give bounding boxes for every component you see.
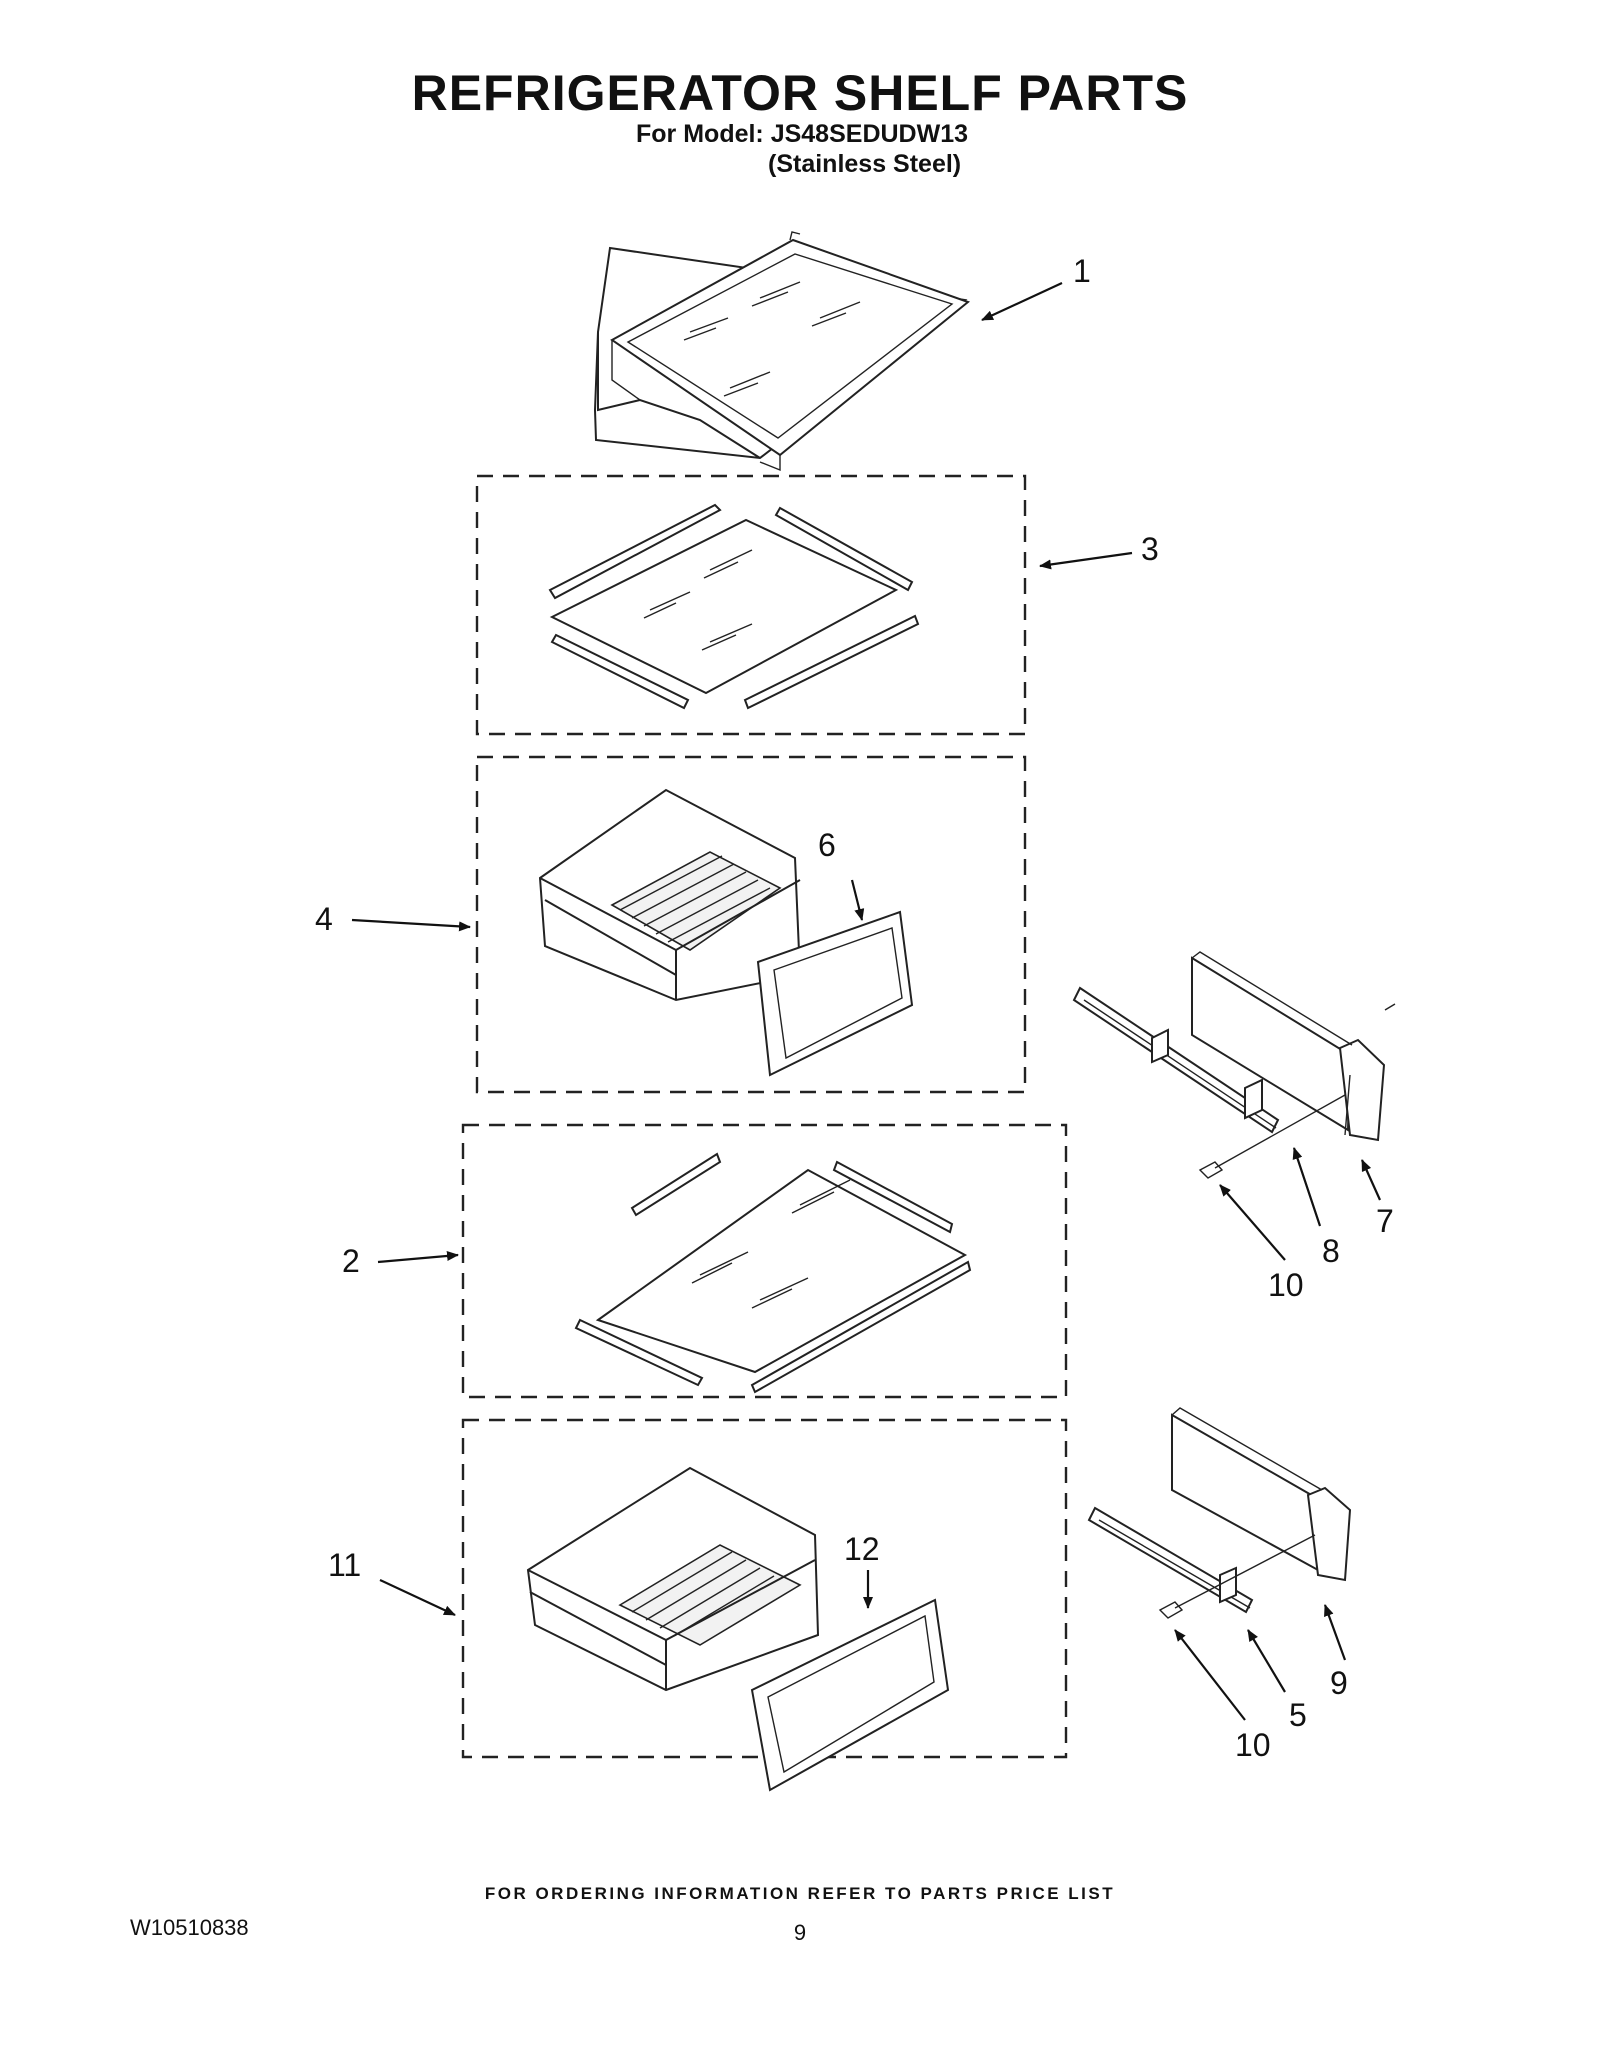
- callout-2: 2: [342, 1243, 360, 1279]
- callout-9: 9: [1330, 1665, 1348, 1701]
- part-drawer-cover-lower: [750, 1598, 950, 1792]
- callout-10-lower: 10: [1235, 1727, 1271, 1763]
- callout-8: 8: [1322, 1233, 1340, 1269]
- callout-3: 3: [1141, 531, 1159, 567]
- callout-4: 4: [315, 901, 333, 937]
- page-title: REFRIGERATOR SHELF PARTS: [411, 65, 1189, 121]
- part-drawer-cover-upper: [756, 910, 914, 1077]
- callout-leader-lines: [351, 282, 1382, 1721]
- part-crisper-drawer-upper: [538, 788, 802, 1002]
- page-number: 9: [793, 1920, 807, 1945]
- callout-6: 6: [818, 827, 836, 863]
- callout-10-upper: 10: [1268, 1267, 1304, 1303]
- part-crisper-drawer-lower: [526, 1466, 820, 1692]
- model-line: For Model: JS48SEDUDW13: [636, 120, 969, 148]
- callout-11: 11: [328, 1547, 361, 1583]
- part-slide-rail-assembly-lower: [1087, 1407, 1352, 1619]
- callout-1: 1: [1073, 253, 1091, 289]
- callout-5: 5: [1289, 1697, 1307, 1733]
- part-glass-shelf-lower: [574, 1152, 972, 1394]
- document-number: W10510838: [130, 1915, 249, 1940]
- finish-line: (Stainless Steel): [768, 150, 962, 178]
- ordering-note: FOR ORDERING INFORMATION REFER TO PARTS …: [484, 1884, 1116, 1903]
- callout-labels: 1 3 4 6 7 8 10 2 11 12 9 5 10: [315, 253, 1394, 1763]
- part-slide-rail-assembly-upper: [1072, 951, 1396, 1179]
- part-group-box-4: [475, 755, 1027, 1094]
- callout-7: 7: [1376, 1203, 1394, 1239]
- part-glass-shelf-upper: [548, 503, 920, 710]
- callout-12: 12: [844, 1531, 880, 1567]
- part-group-box-11: [461, 1418, 1068, 1759]
- part-shelf-assembly: [593, 231, 971, 472]
- part-group-box-3: [475, 474, 1027, 736]
- part-group-box-2: [461, 1123, 1068, 1399]
